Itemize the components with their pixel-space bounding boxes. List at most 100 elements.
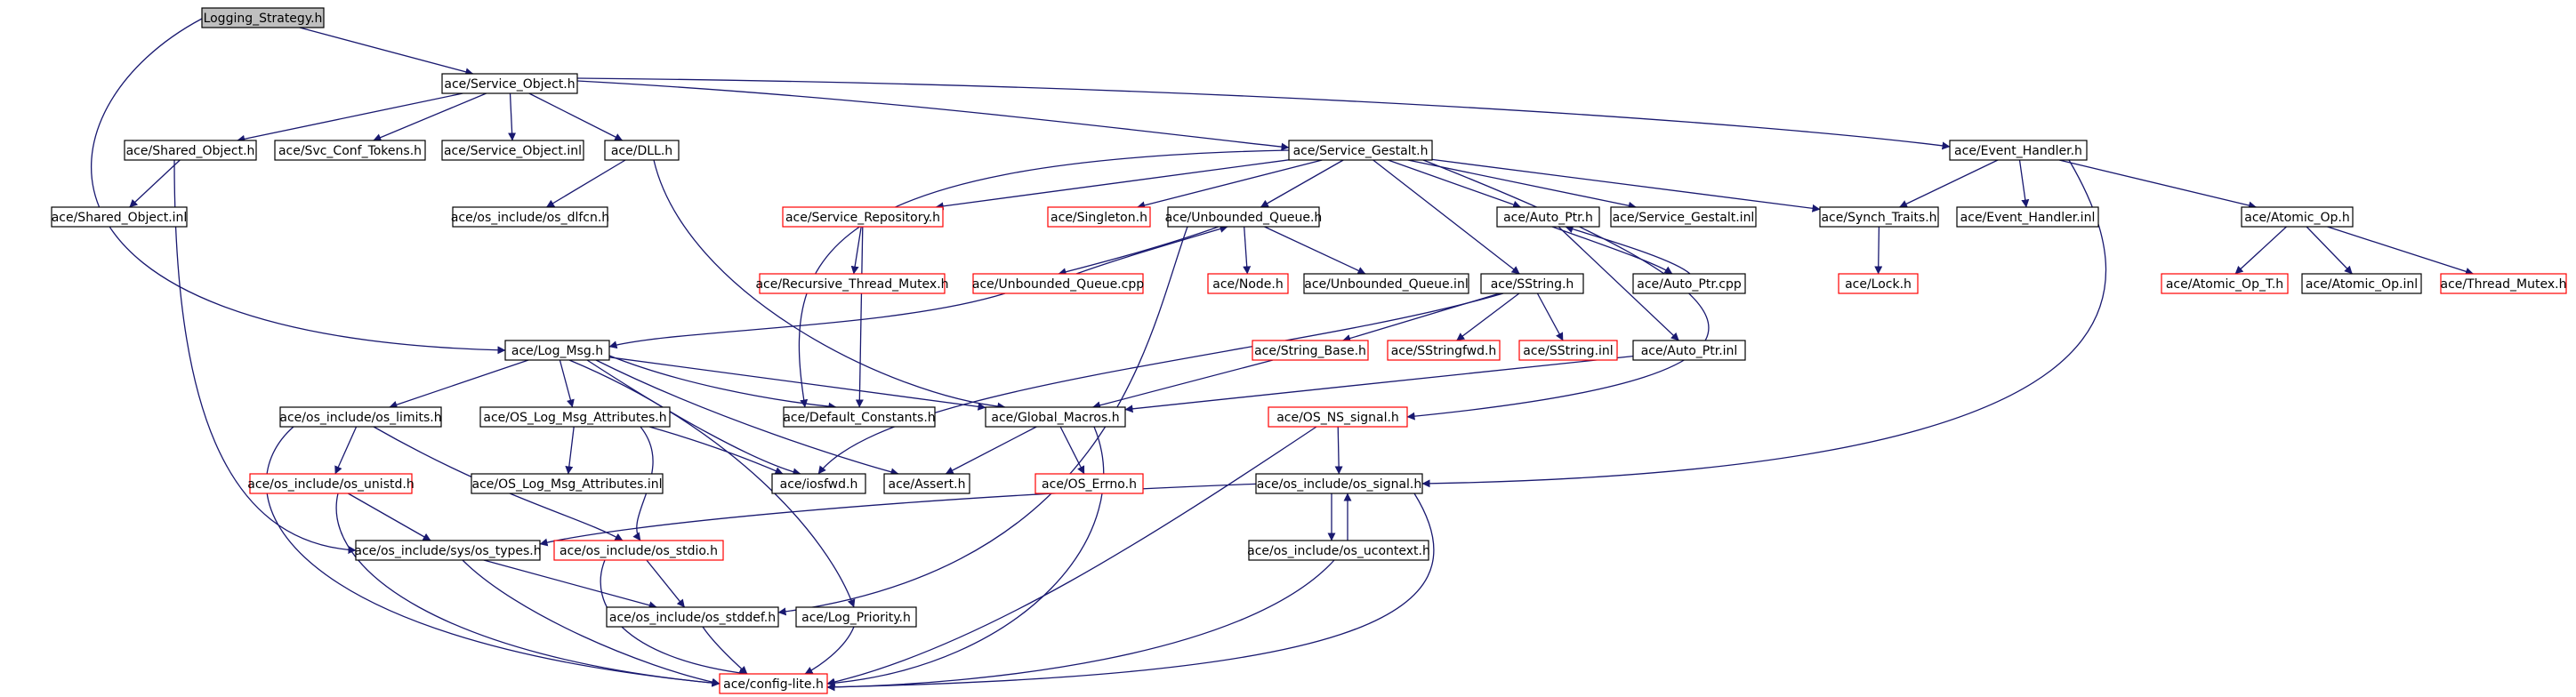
node-shared-object-inl[interactable]: ace/Shared_Object.inl [51,206,188,228]
edge-service-gestalt-to-synch-traits [1431,158,1821,212]
node-auto-ptr-cpp[interactable]: ace/Auto_Ptr.cpp [1632,273,1746,294]
node-box [1819,206,1939,228]
node-sstring-inl[interactable]: ace/SString.inl [1518,340,1618,361]
node-dll[interactable]: ace/DLL.h [604,140,680,161]
node-os-ns-signal[interactable]: ace/OS_NS_signal.h [1268,406,1408,428]
node-unbounded-queue-cpp[interactable]: ace/Unbounded_Queue.cpp [972,273,1144,294]
node-os-ucontext[interactable]: ace/os_include/os_ucontext.h [1247,540,1430,561]
node-thread-mutex[interactable]: ace/Thread_Mutex.h [2440,273,2567,294]
node-label: ace/Service_Gestalt.h [1293,144,1429,158]
node-os-log-msg-attributes[interactable]: ace/OS_Log_Msg_Attributes.h [479,406,671,428]
node-unbounded-queue[interactable]: ace/Unbounded_Queue.h [1165,206,1323,228]
node-log-msg[interactable]: ace/Log_Msg.h [504,340,610,361]
node-sstringfwd[interactable]: ace/SStringfwd.h [1387,340,1501,361]
node-box [1480,273,1584,294]
node-box [2440,273,2567,294]
node-box [1248,540,1429,561]
node-label: ace/Service_Gestalt.inl [1613,211,1755,225]
node-box [201,7,325,28]
edge-log-msg-to-assert [595,359,899,477]
node-event-handler-inl[interactable]: ace/Event_Handler.inl [1956,206,2099,228]
node-node[interactable]: ace/Node.h [1207,273,1289,294]
node-label: ace/os_include/os_stddef.h [609,611,776,625]
edge-service-gestalt-to-sstring [1373,159,1520,275]
node-unbounded-queue-inl[interactable]: ace/Unbounded_Queue.inl [1303,273,1469,294]
node-global-macros[interactable]: ace/Global_Macros.h [985,406,1126,428]
edge-service-gestalt-to-service-repository [935,159,1290,211]
node-recursive-thread-mutex[interactable]: ace/Recursive_Thread_Mutex.h [755,273,949,294]
node-box [1838,273,1919,294]
edge-service-object-to-service-object-inl [508,92,517,141]
node-os-log-msg-attributes-inl[interactable]: ace/OS_Log_Msg_Attributes.inl [471,473,664,494]
node-sstring[interactable]: ace/SString.h [1480,273,1584,294]
node-service-object[interactable]: ace/Service_Object.h [441,73,578,94]
node-box [795,606,917,628]
edge-global-macros-to-config-lite [826,426,1105,687]
edge-os-limits-to-config-lite [265,426,720,687]
edge-os-stddef-to-config-lite [702,626,748,675]
node-label: ace/os_include/os_unistd.h [247,477,414,492]
node-auto-ptr-inl[interactable]: ace/Auto_Ptr.inl [1632,340,1746,361]
node-label: ace/Node.h [1212,277,1283,292]
node-svc-conf-tokens[interactable]: ace/Svc_Conf_Tokens.h [274,140,426,161]
node-sys-os-types[interactable]: ace/os_include/sys/os_types.h [354,540,542,561]
node-log-priority[interactable]: ace/Log_Priority.h [795,606,917,628]
node-label: ace/Service_Object.h [444,77,575,92]
node-auto-ptr[interactable]: ace/Auto_Ptr.h [1496,206,1600,228]
node-shared-object[interactable]: ace/Shared_Object.h [124,140,257,161]
node-box [1610,206,1757,228]
node-service-object-inl[interactable]: ace/Service_Object.inl [441,140,584,161]
node-label: ace/Shared_Object.inl [52,211,188,225]
node-logging-strategy[interactable]: Logging_Strategy.h [201,7,325,28]
node-label: ace/DLL.h [611,144,672,158]
node-config-lite[interactable]: ace/config-lite.h [719,673,828,694]
node-label: ace/Atomic_Op_T.h [2166,277,2283,292]
edge-auto-ptr-to-auto-ptr-inl [1558,226,1679,341]
node-event-handler[interactable]: ace/Event_Handler.h [1949,140,2088,161]
node-os-unistd[interactable]: ace/os_include/os_unistd.h [247,473,415,494]
node-label: ace/OS_Log_Msg_Attributes.h [483,411,666,425]
edge-log-msg-to-os-limits [389,359,529,409]
node-box [274,140,426,161]
node-label: ace/Lock.h [1845,277,1912,292]
node-label: ace/Synch_Traits.h [1821,211,1936,225]
node-os-stdio[interactable]: ace/os_include/os_stdio.h [553,540,724,561]
node-box [279,406,442,428]
node-os-dlfcn[interactable]: ace/os_include/os_dlfcn.h [451,206,609,228]
node-default-constants[interactable]: ace/Default_Constants.h [783,406,936,428]
node-iosfwd[interactable]: ace/iosfwd.h [771,473,866,494]
node-service-gestalt-inl[interactable]: ace/Service_Gestalt.inl [1610,206,1757,228]
edge-log-msg-to-os-log-msg-attributes [559,359,575,408]
node-box [1632,340,1746,361]
node-lock[interactable]: ace/Lock.h [1838,273,1919,294]
node-label: ace/os_include/os_signal.h [1257,477,1422,492]
node-os-stddef[interactable]: ace/os_include/os_stddef.h [606,606,779,628]
node-atomic-op-t[interactable]: ace/Atomic_Op_T.h [2161,273,2289,294]
node-service-repository[interactable]: ace/Service_Repository.h [782,206,944,228]
node-atomic-op[interactable]: ace/Atomic_Op.h [2241,206,2354,228]
edge-service-gestalt-to-auto-ptr [1388,159,1522,209]
node-singleton[interactable]: ace/Singleton.h [1047,206,1151,228]
node-label: ace/Unbounded_Queue.inl [1304,277,1468,292]
edge-os-limits-to-os-stdio [373,426,624,541]
node-label: ace/Event_Handler.inl [1960,211,2096,225]
node-box [985,406,1126,428]
node-string-base[interactable]: ace/String_Base.h [1252,340,1369,361]
node-synch-traits[interactable]: ace/Synch_Traits.h [1819,206,1939,228]
node-label: ace/OS_Log_Msg_Attributes.inl [472,477,663,492]
edge-unbounded-queue-to-unbounded-queue-inl [1264,226,1366,275]
node-box [783,406,936,428]
node-assert[interactable]: ace/Assert.h [883,473,970,494]
node-box [471,473,664,494]
node-os-errno[interactable]: ace/OS_Errno.h [1034,473,1144,494]
edge-os-ucontext-to-config-lite [826,559,1335,692]
node-service-gestalt[interactable]: ace/Service_Gestalt.h [1288,140,1433,161]
edge-event-handler-to-event-handler-inl [2018,159,2030,208]
node-label: ace/Unbounded_Queue.cpp [972,277,1144,292]
edge-sys-os-types-to-config-lite [462,559,720,686]
node-os-limits[interactable]: ace/os_include/os_limits.h [279,406,442,428]
node-os-signal[interactable]: ace/os_include/os_signal.h [1255,473,1423,494]
edge-synch-traits-to-lock [1874,226,1883,275]
node-atomic-op-inl[interactable]: ace/Atomic_Op.inl [2301,273,2422,294]
node-box [355,540,541,561]
